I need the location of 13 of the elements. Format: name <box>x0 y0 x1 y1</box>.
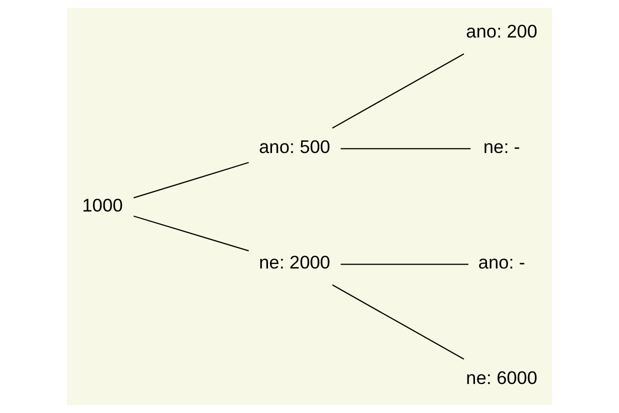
node-text: ne: - <box>483 136 520 158</box>
node-text: ano: 200 <box>466 20 538 42</box>
node-text: ano: - <box>478 252 526 273</box>
connector <box>134 162 249 198</box>
node-text: ano: 500 <box>259 136 330 158</box>
node-text: ne: 2000 <box>259 252 330 273</box>
connector <box>332 53 464 129</box>
node-text: ne: 6000 <box>466 367 538 388</box>
connector <box>332 284 464 360</box>
connector <box>340 148 471 150</box>
node-text: 1000 <box>82 194 123 216</box>
connector <box>340 264 468 265</box>
connector <box>134 216 249 252</box>
